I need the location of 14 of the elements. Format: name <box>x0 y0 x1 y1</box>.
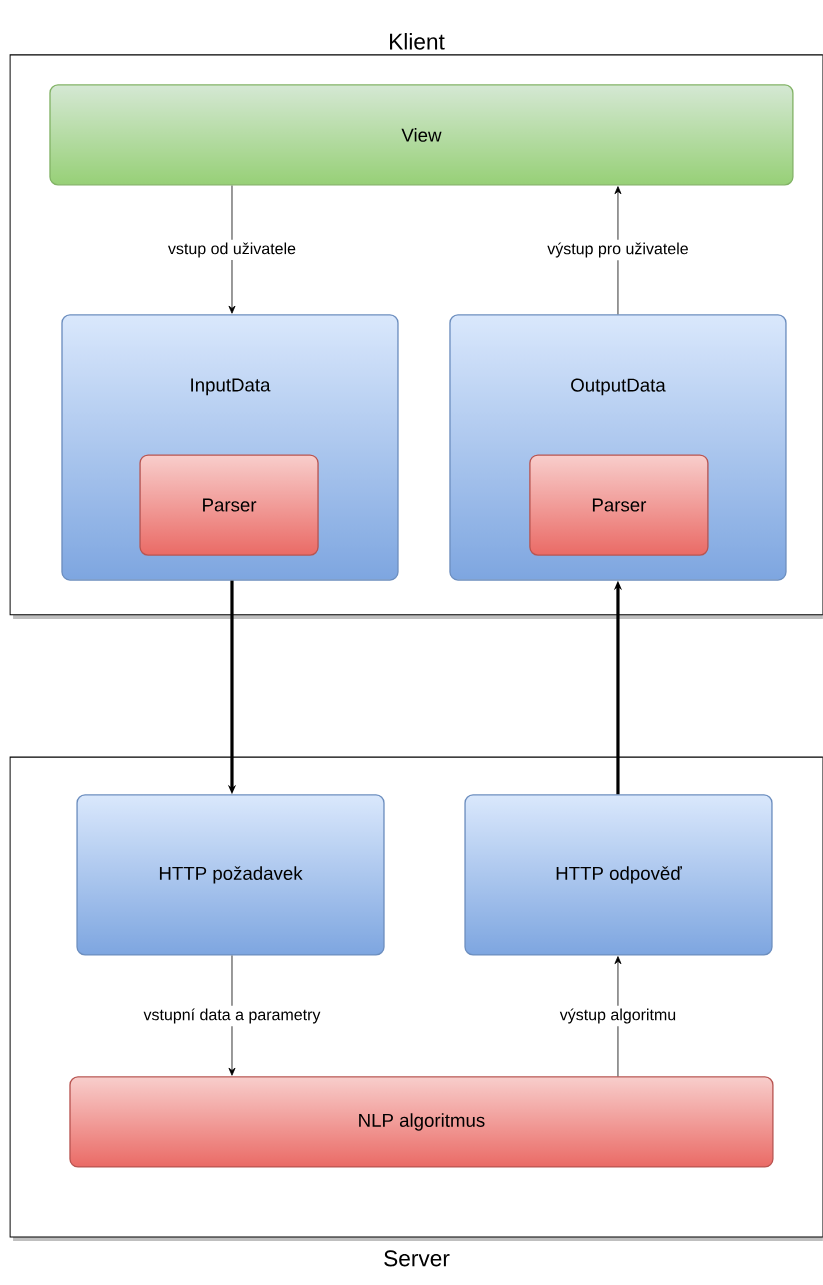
component-box: NLP algoritmus <box>69 1076 774 1168</box>
arrow <box>228 185 236 314</box>
view-box: View <box>49 84 794 186</box>
arrow <box>614 956 622 1077</box>
edge-label: vstup od uživatele <box>165 239 299 261</box>
component-box: Parser <box>139 454 319 556</box>
node-label: Klient <box>390 32 445 50</box>
arrow <box>614 186 622 315</box>
component-box: Parser <box>529 454 709 556</box>
component-box: HTTP požadavek <box>76 794 385 956</box>
component-box: HTTP odpověď <box>464 794 773 956</box>
node-label: Server <box>384 1250 450 1267</box>
arrow <box>228 955 236 1076</box>
edge-label: výstup algoritmu <box>557 1005 679 1027</box>
